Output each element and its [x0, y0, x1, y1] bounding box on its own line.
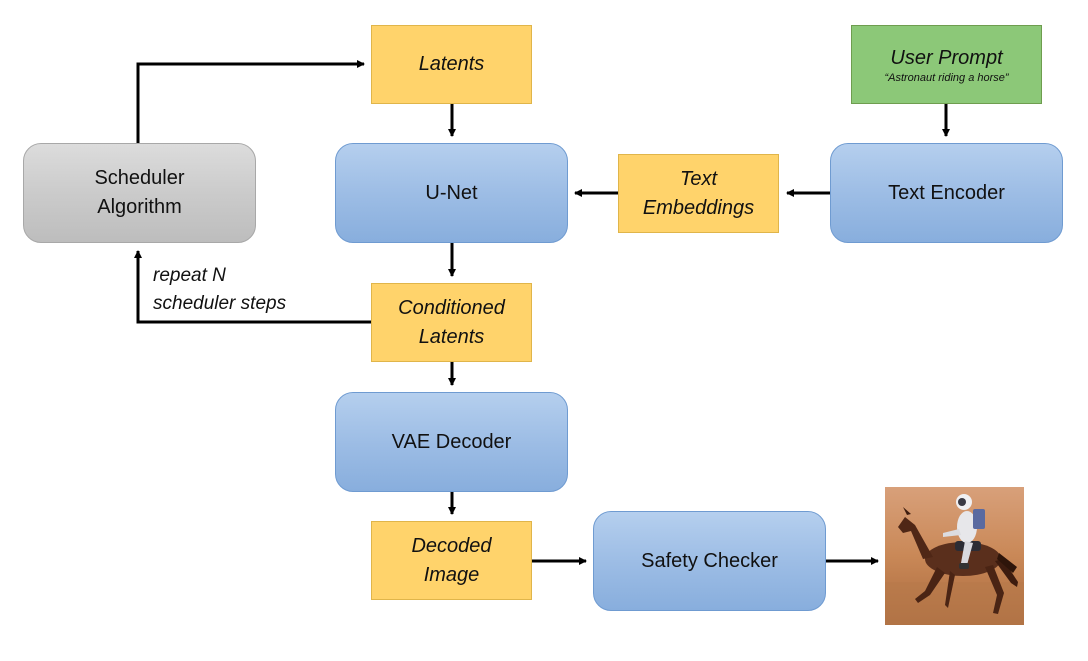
- text-embeddings-line1: Text: [679, 167, 718, 190]
- latents-box: Latents: [371, 25, 532, 104]
- text-encoder-label: Text Encoder: [888, 181, 1005, 204]
- safety-checker-label: Safety Checker: [641, 549, 778, 572]
- astronaut-riding-horse-image: [885, 487, 1024, 625]
- arrow-conditioned-to-scheduler: [134, 250, 371, 324]
- user-prompt-box: User Prompt “Astronaut riding a horse”: [851, 25, 1042, 104]
- vae-decoder-box: VAE Decoder: [335, 392, 568, 492]
- vae-decoder-label: VAE Decoder: [391, 430, 512, 453]
- latents-label: Latents: [418, 53, 485, 75]
- text-embeddings-line2: Embeddings: [642, 196, 755, 219]
- scheduler-algorithm-box: Scheduler Algorithm: [23, 143, 256, 243]
- unet-box: U-Net: [335, 143, 568, 243]
- decoded-image-line1: Decoded: [411, 534, 492, 557]
- loop-label-line1: repeat N: [153, 265, 226, 286]
- conditioned-latents-line2: Latents: [418, 325, 485, 348]
- text-embeddings-box: Text Embeddings: [618, 154, 779, 233]
- text-encoder-box: Text Encoder: [830, 143, 1063, 243]
- decoded-image-box: Decoded Image: [371, 521, 532, 600]
- conditioned-latents-line1: Conditioned: [398, 296, 505, 319]
- user-prompt-example: “Astronaut riding a horse”: [884, 71, 1009, 84]
- user-prompt-title: User Prompt: [890, 46, 1003, 69]
- conditioned-latents-box: Conditioned Latents: [371, 283, 532, 362]
- decoded-image-line2: Image: [423, 563, 480, 586]
- safety-checker-box: Safety Checker: [593, 511, 826, 611]
- scheduler-label-line2: Algorithm: [97, 196, 182, 218]
- loop-label: repeat N scheduler steps: [153, 262, 286, 318]
- arrow-scheduler-to-latents: [136, 60, 365, 143]
- loop-label-line2: scheduler steps: [153, 293, 287, 314]
- scheduler-label-line1: Scheduler: [94, 167, 185, 189]
- unet-label: U-Net: [425, 181, 478, 204]
